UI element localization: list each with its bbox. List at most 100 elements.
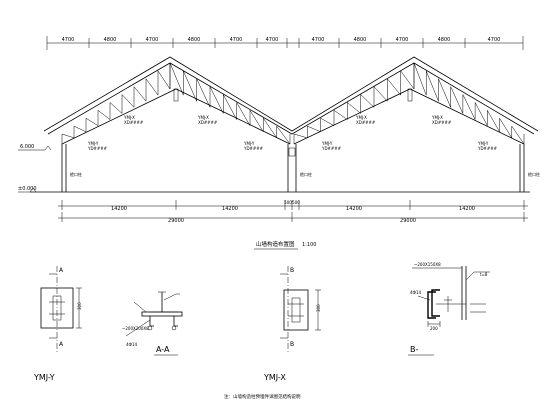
detail-title-ymj-y: YMJ-Y xyxy=(33,373,55,382)
truss-label-y: YMJ-Y xyxy=(477,141,489,146)
truss-web-member xyxy=(276,125,291,145)
truss-label-x-sub: XD#### xyxy=(198,120,218,125)
truss-label-y-sub: YD#### xyxy=(243,146,264,151)
top-dim-label: 4700 xyxy=(396,37,409,43)
top-dim-label: 4700 xyxy=(230,37,243,43)
detail-title-aa: A-A xyxy=(156,345,170,354)
truss-web-member xyxy=(209,86,224,114)
truss-label-y: YMJ-Y xyxy=(243,141,255,146)
truss-label-y-sub: YD#### xyxy=(87,146,108,151)
detail-title-bb: B- xyxy=(410,345,418,354)
truss-web-member xyxy=(109,102,123,114)
truss-web-member xyxy=(499,118,512,139)
column-note: 檐口柱 xyxy=(70,171,82,177)
svg-text:4Ф14: 4Ф14 xyxy=(126,342,138,347)
truss-web-member xyxy=(85,118,99,126)
truss-label-x: YMJ-X xyxy=(123,115,135,120)
truss-web-member xyxy=(462,94,476,120)
truss-web-member xyxy=(320,118,335,126)
truss-label-x-sub: XD#### xyxy=(356,120,376,125)
truss-label-x-sub: XD#### xyxy=(124,120,144,125)
truss-web-member xyxy=(196,78,211,108)
truss-web-member xyxy=(157,70,171,90)
truss-web-member xyxy=(413,62,427,96)
bottom-total-label: 29000 xyxy=(400,218,416,224)
truss-label-x-sub: XD#### xyxy=(432,120,452,125)
top-dim-label: 4700 xyxy=(488,37,501,43)
truss-web-member xyxy=(360,94,375,108)
truss-elevation xyxy=(30,56,539,193)
truss-web-member xyxy=(400,70,415,90)
svg-text:t=8: t=8 xyxy=(480,272,488,277)
truss-web-member xyxy=(425,70,439,102)
bottom-dim-label: 14200 xyxy=(346,206,362,212)
svg-text:6.000: 6.000 xyxy=(20,144,34,150)
top-dim-label: 4800 xyxy=(438,37,451,43)
top-dim-label: 4700 xyxy=(266,37,279,43)
truss-web-member xyxy=(333,110,348,120)
bottom-dim-label: 500 xyxy=(284,200,292,205)
truss-web-member xyxy=(133,86,147,102)
truss-web-member xyxy=(511,125,525,145)
bottom-dim-label: 14200 xyxy=(459,206,475,212)
bottom-dim-label: 14200 xyxy=(222,206,238,212)
truss-web-member xyxy=(474,102,488,126)
truss-web-member xyxy=(263,118,277,139)
column-note: 檐口柱 xyxy=(528,171,540,177)
truss-web-member xyxy=(61,133,75,139)
section-aa: ~200X200X8 4Ф14 A-A xyxy=(122,291,183,356)
elevation-title: 山墙构造布置图 1:100 xyxy=(254,240,316,250)
bottom-total-label: 29000 xyxy=(168,218,184,224)
truss-web-member xyxy=(249,110,264,132)
truss-web-member xyxy=(145,78,159,96)
section-bb: ~200X150X8 t=8 4Ф14 200 B- xyxy=(408,262,490,356)
truss-label-y: YMJ-Y xyxy=(87,141,99,146)
svg-text:山墙构造布置图: 山墙构造布置图 xyxy=(256,240,295,248)
bottom-dim-label: 14200 xyxy=(111,206,127,212)
column-note: 檐口柱 xyxy=(300,171,312,177)
truss-label-x: YMJ-X xyxy=(197,115,209,120)
top-dim-label: 4800 xyxy=(188,37,201,43)
truss-web-member xyxy=(373,86,388,102)
truss-label-y: YMJ-Y xyxy=(321,141,333,146)
elevation-marker-ground: ±0.000 xyxy=(18,186,37,193)
truss-web-member xyxy=(307,125,321,133)
bottom-dim-label: 500 xyxy=(292,200,300,205)
truss-label-y-sub: YD#### xyxy=(321,146,342,151)
truss-label-y-sub: YD#### xyxy=(477,146,498,151)
detail-title-ymj-x: YMJ-X xyxy=(263,373,286,382)
detail-ymj-x: B B 300 YMJ-X xyxy=(263,266,321,382)
svg-text:200: 200 xyxy=(430,326,438,331)
truss-webs-right xyxy=(293,62,525,145)
truss-webs-left xyxy=(61,62,291,145)
truss-web-member xyxy=(487,110,500,132)
svg-text:~200X200X8: ~200X200X8 xyxy=(122,326,149,331)
svg-text:1:100: 1:100 xyxy=(302,242,316,248)
truss-label-x: YMJ-X xyxy=(355,115,367,120)
svg-text:A: A xyxy=(59,341,64,348)
truss-web-member xyxy=(347,102,361,114)
footnote: 注：山墙构造柱预埋件详图见结构说明 xyxy=(224,393,301,400)
truss-web-member xyxy=(183,70,197,102)
detail-ymj-y: A A 300 YMJ-Y xyxy=(33,266,82,382)
truss-web-member xyxy=(73,125,87,133)
bottom-dimension-line-1 xyxy=(58,200,528,210)
truss-web-member xyxy=(438,78,451,108)
truss-web-member xyxy=(223,94,237,120)
svg-text:B: B xyxy=(290,267,294,274)
top-dim-label: 4800 xyxy=(354,37,367,43)
svg-text:4Ф14: 4Ф14 xyxy=(410,290,422,295)
truss-web-member xyxy=(236,102,251,126)
top-dim-label: 4800 xyxy=(104,37,117,43)
svg-text:300: 300 xyxy=(316,304,321,312)
svg-text:±0.000: ±0.000 xyxy=(18,186,37,192)
truss-web-member xyxy=(293,133,308,139)
truss-web-member xyxy=(121,94,135,108)
truss-web-member xyxy=(97,110,111,120)
svg-text:B: B xyxy=(290,341,294,348)
truss-web-member xyxy=(169,62,184,96)
svg-text:300: 300 xyxy=(77,302,82,310)
truss-label-x: YMJ-X xyxy=(431,115,443,120)
top-dim-label: 4700 xyxy=(146,37,159,43)
